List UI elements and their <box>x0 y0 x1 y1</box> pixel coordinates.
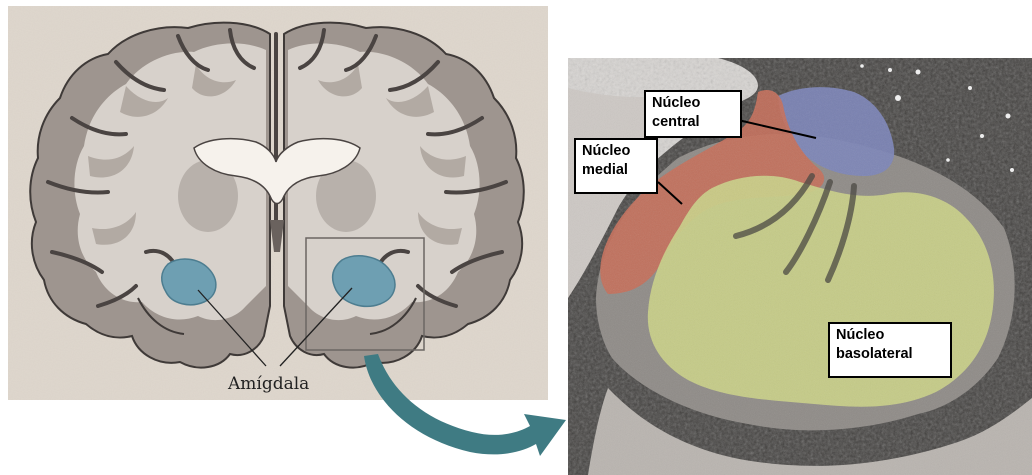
histology-svg <box>568 58 1032 475</box>
label-nucleo-central: Núcleo central <box>644 90 742 138</box>
amygdala-label: Amígdala <box>227 374 309 394</box>
label-nucleo-medial: Núcleo medial <box>574 138 658 194</box>
amygdala-histology-zoom: Núcleo central Núcleo medial Núcleo baso… <box>568 58 1032 475</box>
coronal-brain-section: Amígdala <box>8 6 548 400</box>
coronal-section-svg: Amígdala <box>8 6 548 400</box>
label-nucleo-basolateral: Núcleo basolateral <box>828 322 952 378</box>
